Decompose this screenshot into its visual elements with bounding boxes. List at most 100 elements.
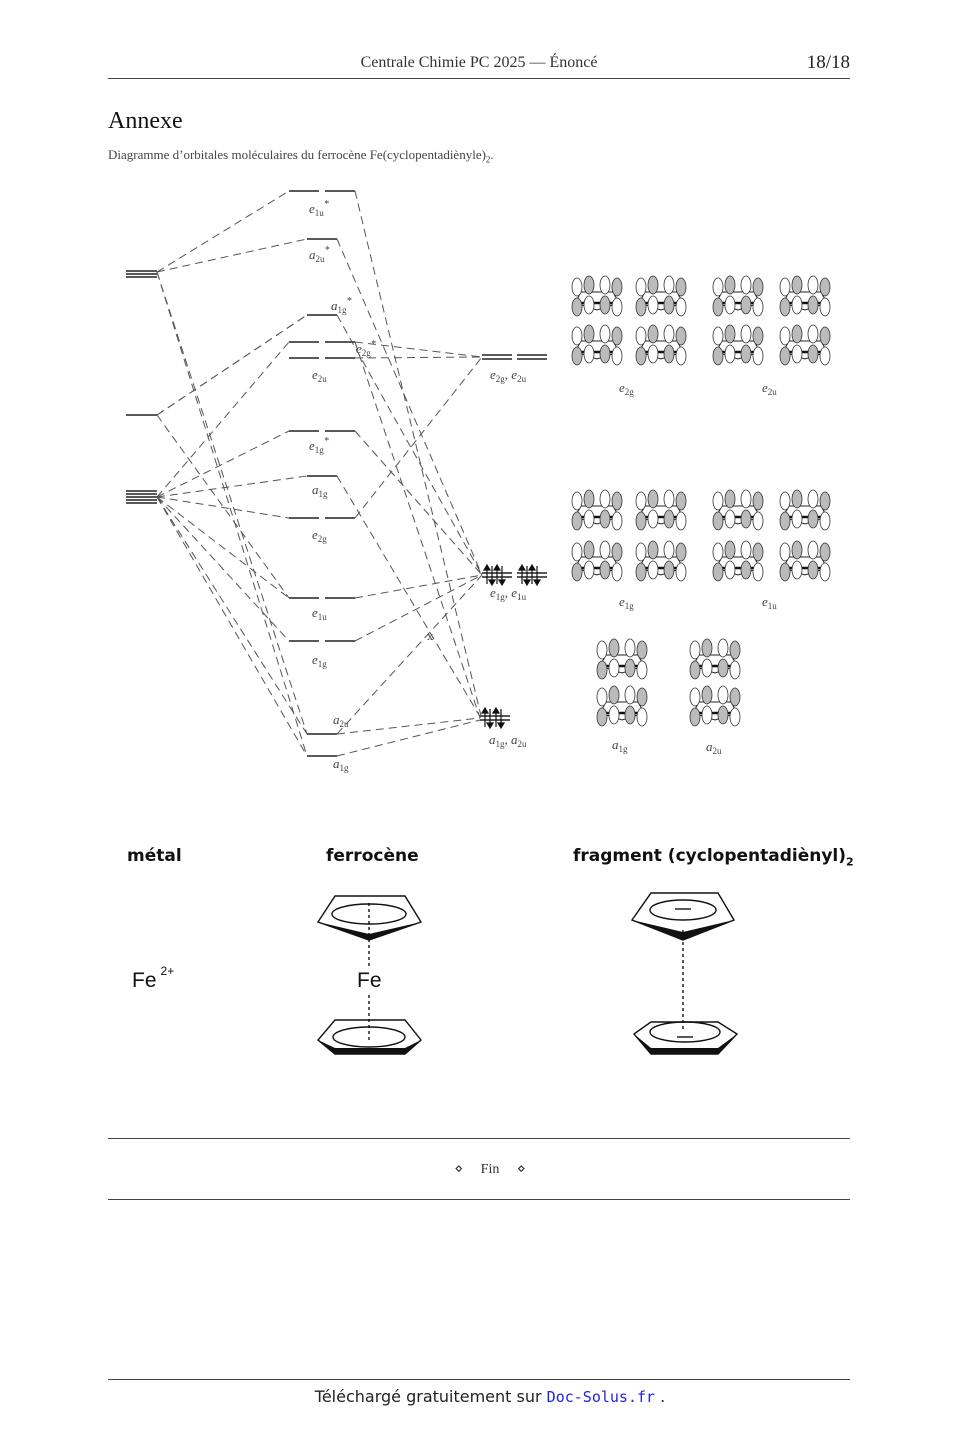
mo-label: a2u	[333, 712, 349, 729]
ferrocene-heading: ferrocène	[326, 846, 419, 866]
mo-label: e2g*	[356, 339, 376, 358]
ferrocene-structure	[316, 895, 423, 1055]
correlation-line	[156, 314, 308, 416]
correlation-line	[156, 190, 290, 273]
fragment-structure	[630, 892, 739, 1055]
arrow-head	[487, 579, 497, 587]
cp-orbital	[571, 275, 623, 317]
footer-divider	[108, 1379, 850, 1380]
correlation-line	[336, 574, 483, 735]
cp-orbital	[635, 275, 687, 317]
correlation-line	[336, 475, 483, 721]
arrow-head	[491, 706, 501, 714]
diagram-caption: Diagramme d’orbitales moléculaires du fe…	[108, 147, 494, 165]
divider	[108, 1138, 850, 1139]
fragment-label: a1g, a2u	[489, 732, 527, 749]
mo-label: e1u*	[309, 199, 329, 218]
cp-orbital	[635, 489, 687, 531]
cp-orbital	[571, 324, 623, 366]
correlation-line	[156, 341, 290, 498]
correlation-line	[156, 496, 290, 519]
cp-orbital	[712, 540, 764, 582]
orbital-group-label: a2u	[706, 739, 722, 756]
correlation-line	[336, 314, 483, 576]
orbital-group-label: e2g	[619, 380, 634, 397]
cp-orbital	[571, 540, 623, 582]
page-number: 18/18	[806, 52, 850, 73]
fragment-orbital-pictures	[571, 275, 831, 727]
mo-label: e1g	[312, 652, 327, 669]
correlation-line	[354, 356, 483, 359]
cp-orbital	[689, 638, 741, 680]
divider	[108, 1199, 850, 1200]
arrow-head	[485, 722, 495, 730]
arrow-head	[522, 579, 532, 587]
mo-label: e2u	[312, 367, 327, 384]
cp-orbital	[571, 489, 623, 531]
correlation-line	[354, 341, 483, 358]
correlation-line	[336, 719, 481, 757]
cp-orbital	[712, 489, 764, 531]
mo-label: e2g	[312, 527, 327, 544]
correlation-line	[156, 414, 290, 599]
correlation-line	[336, 717, 481, 735]
mo-label: a1g	[333, 756, 349, 773]
fragment-heading: fragment (cyclopentadiènyl)2	[573, 846, 854, 869]
cp-orbital	[779, 540, 831, 582]
correlation-line	[156, 496, 308, 735]
electron-arrows	[480, 563, 542, 730]
cp-orbital	[779, 489, 831, 531]
orbital-group-label: e1g	[619, 594, 634, 611]
cp-orbital	[635, 540, 687, 582]
cp-orbital	[596, 638, 648, 680]
correlation-line	[354, 341, 481, 719]
correlation-line	[354, 356, 483, 519]
orbital-group-label: e1u	[762, 594, 777, 611]
mo-energy-levels	[126, 190, 547, 757]
mo-label: e1u	[312, 605, 327, 622]
arrow-head	[496, 722, 506, 730]
correlation-line	[354, 190, 483, 721]
page-header: Centrale Chimie PC 2025 — Énoncé 18/18	[108, 52, 850, 79]
arrow-head	[527, 563, 537, 571]
mo-label: a1g	[312, 482, 328, 499]
ferrocene-metal-label: Fe	[357, 969, 382, 992]
mo-label: a1g*	[331, 296, 352, 315]
cp-orbital	[689, 685, 741, 727]
correlation-line	[156, 271, 308, 735]
end-marker: ⋄ Fin ⋄	[454, 1162, 526, 1177]
correlation-line	[354, 430, 483, 576]
correlation-line	[354, 574, 483, 599]
correlation-line	[156, 496, 290, 642]
arrow-head	[482, 563, 492, 571]
mo-correlation-lines	[156, 190, 483, 757]
arrow-head	[480, 706, 490, 714]
orbital-group-label: e2u	[762, 380, 777, 397]
correlation-line	[156, 238, 308, 273]
correlation-line	[156, 271, 308, 757]
cp-orbital	[712, 324, 764, 366]
cp-orbital	[712, 275, 764, 317]
fragment-label: e1g, e1u	[490, 585, 527, 602]
mo-label: a2u*	[309, 245, 330, 264]
cp-orbital	[596, 685, 648, 727]
fragment-label: e2g, e2u	[490, 367, 527, 384]
header-title: Centrale Chimie PC 2025 — Énoncé	[360, 54, 598, 71]
section-title: Annexe	[108, 108, 183, 134]
page-footer: Téléchargé gratuitement sur Doc-Solus.fr…	[314, 1387, 666, 1406]
correlation-line	[336, 238, 483, 576]
svg-text:x: x	[427, 630, 434, 643]
correlation-line	[354, 574, 483, 642]
correlation-line	[156, 496, 290, 599]
arrow-head	[517, 563, 527, 571]
arrow-head	[532, 579, 542, 587]
doc-solus-link[interactable]: Doc-Solus.fr	[546, 1388, 656, 1406]
cp-orbital	[779, 324, 831, 366]
correlation-line	[156, 475, 308, 498]
arrow-head	[497, 579, 507, 587]
mo-label: e1g*	[309, 436, 329, 455]
cp-orbital	[779, 275, 831, 317]
correlation-line	[156, 430, 290, 498]
